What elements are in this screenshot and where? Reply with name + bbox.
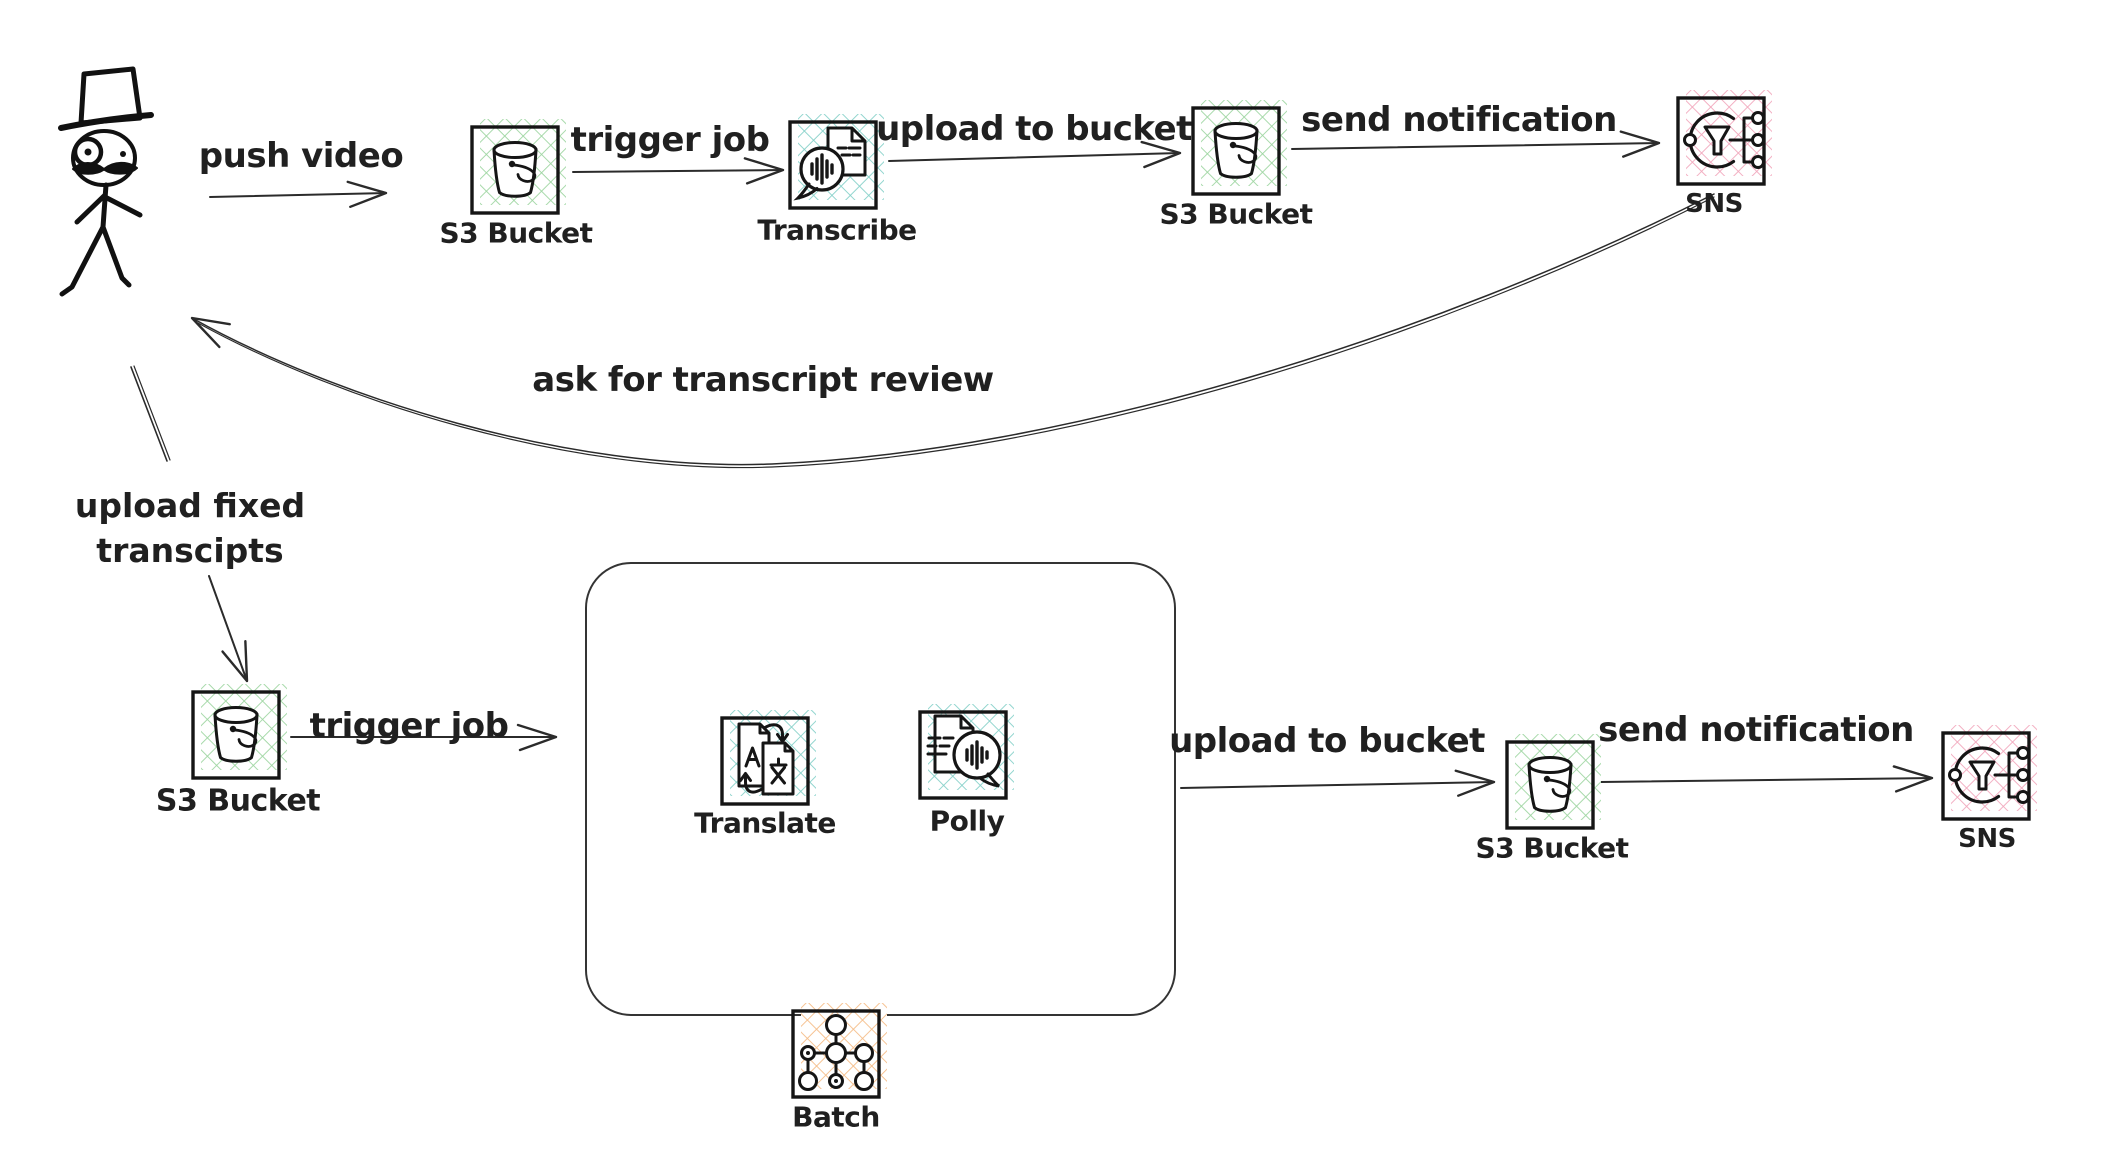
node-label-sns-bottom: SNS: [1958, 824, 2016, 854]
sns-icon: [1674, 88, 1774, 188]
arrow-send-notification-bottom: [1600, 765, 1934, 793]
edge-label-ask-review: ask for transcript review: [532, 360, 994, 400]
edge-label-upload-fixed: upload fixed transcipts: [75, 483, 305, 573]
node-label-translate: Translate: [694, 806, 836, 840]
s3-bucket-icon: [1503, 732, 1603, 832]
node-label-s3-bottom: S3 Bucket: [1475, 831, 1629, 865]
sns-icon: [1939, 723, 2039, 823]
s3-bucket-icon: [1189, 98, 1289, 198]
arrow-send-notification-top: [1291, 130, 1661, 158]
arrow-upload-to-bucket-top: [888, 140, 1182, 169]
arrow-ask-review-curve-echo: [197, 196, 1715, 469]
edge-label-trigger-job-bottom: trigger job: [309, 706, 509, 746]
line-person-to-upload-fixed: [130, 366, 168, 462]
node-label-transcribe: Transcribe: [757, 213, 917, 247]
edge-label-trigger-job-top: trigger job: [570, 120, 770, 160]
arrow-trigger-job-top: [572, 157, 785, 185]
person-icon: [58, 66, 154, 297]
edge-label-send-notification-bottom: send notification: [1598, 710, 1914, 750]
node-label-s3-top-right: S3 Bucket: [1159, 197, 1313, 231]
arrow-push-video: [209, 180, 388, 209]
s3-bucket-icon: [468, 117, 568, 217]
arrow-ask-review-curve: [190, 193, 1715, 466]
polly-icon: [916, 702, 1016, 802]
arrow-upload-to-bucket-bottom: [1180, 769, 1496, 797]
transcribe-icon: [786, 112, 886, 212]
edge-label-upload-to-bucket-top: upload to bucket: [876, 109, 1192, 149]
edge-label-upload-to-bucket-bottom: upload to bucket: [1169, 721, 1485, 761]
arrow-upload-fixed-to-bucket: [208, 575, 249, 683]
node-label-s3-top: S3 Bucket: [439, 216, 593, 250]
edge-label-send-notification-top: send notification: [1301, 100, 1617, 140]
batch-icon: [789, 1001, 889, 1101]
edge-label-upload-fixed-line1: upload fixed: [74, 486, 306, 525]
translate-icon: [718, 708, 818, 808]
edge-label-upload-fixed-line2: transcipts: [96, 531, 284, 570]
edge-label-push-video: push video: [198, 136, 404, 176]
node-label-polly: Polly: [929, 804, 1005, 838]
node-label-s3-left: S3 Bucket: [155, 783, 321, 819]
node-label-batch: Batch: [792, 1100, 880, 1134]
batch-container-box: [585, 562, 1176, 1016]
line-person-to-upload-fixed-echo: [133, 365, 171, 461]
node-label-sns-top: SNS: [1685, 189, 1743, 219]
s3-bucket-icon: [189, 682, 289, 782]
